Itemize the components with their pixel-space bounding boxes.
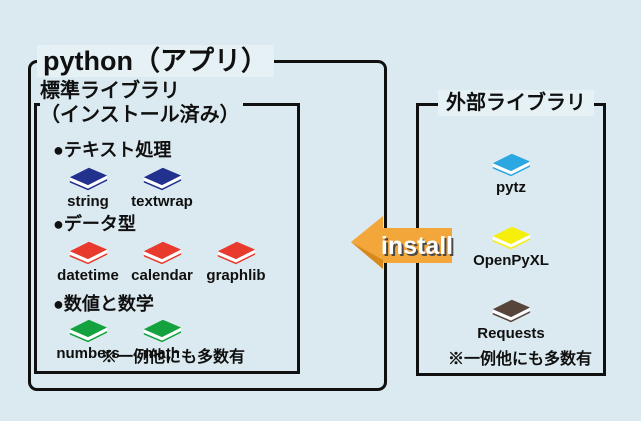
- stdlib-box-title: 標準ライブラリ （インストール済み）: [40, 79, 243, 128]
- book-item: textwrap: [125, 166, 199, 209]
- book-icon: [69, 241, 108, 265]
- book-item: calendar: [125, 240, 199, 283]
- stdlib-box: ●テキスト処理 string textwrap ●データ型 datetime calend…: [34, 103, 300, 374]
- stdlib-title-line1: 標準ライブラリ: [40, 80, 180, 102]
- install-arrow-icon: [351, 216, 452, 269]
- book-item: OpenPyXL: [473, 225, 549, 269]
- book-item: math: [125, 318, 199, 361]
- book-row: datetime calendar graphlib: [37, 240, 297, 283]
- book-icon: [143, 241, 182, 265]
- book-row: string textwrap: [37, 166, 297, 209]
- stdlib-note: ※一例他にも多数有: [100, 349, 245, 366]
- book-icon: [492, 299, 531, 323]
- book-label: textwrap: [131, 193, 193, 210]
- category-heading: ●データ型: [53, 214, 136, 234]
- book-item: pytz: [474, 152, 548, 195]
- category-heading: ●テキスト処理: [53, 140, 172, 160]
- book-icon: [69, 319, 108, 343]
- book-label: datetime: [57, 267, 119, 284]
- book-label: numbers: [56, 345, 120, 362]
- stdlib-title-line2: （インストール済み）: [40, 104, 240, 126]
- book-icon: [69, 167, 108, 191]
- stdlib-content: ●テキスト処理 string textwrap ●データ型 datetime calend…: [37, 106, 297, 361]
- category-heading: ●数値と数学: [53, 294, 154, 314]
- book-label: string: [67, 193, 109, 210]
- external-note: ※一例他にも多数有: [447, 351, 592, 368]
- book-item: numbers: [51, 318, 125, 361]
- book-item: datetime: [51, 240, 125, 283]
- book-item: graphlib: [199, 240, 273, 283]
- book-row: numbers math: [37, 318, 297, 361]
- book-label: calendar: [131, 267, 193, 284]
- install-label: install: [380, 232, 454, 260]
- book-icon: [217, 241, 256, 265]
- external-box-title: 外部ライブラリ: [438, 90, 594, 116]
- book-icon: [143, 167, 182, 191]
- book-label: OpenPyXL: [473, 252, 549, 269]
- book-label: math: [144, 345, 180, 362]
- book-label: Requests: [477, 325, 545, 342]
- book-icon: [492, 153, 531, 177]
- book-label: pytz: [496, 179, 526, 196]
- book-label: graphlib: [206, 267, 266, 284]
- book-item: string: [51, 166, 125, 209]
- book-icon: [492, 226, 531, 250]
- book-icon: [143, 319, 182, 343]
- book-item: Requests: [474, 298, 548, 341]
- python-box-title: python（アプリ）: [37, 45, 274, 77]
